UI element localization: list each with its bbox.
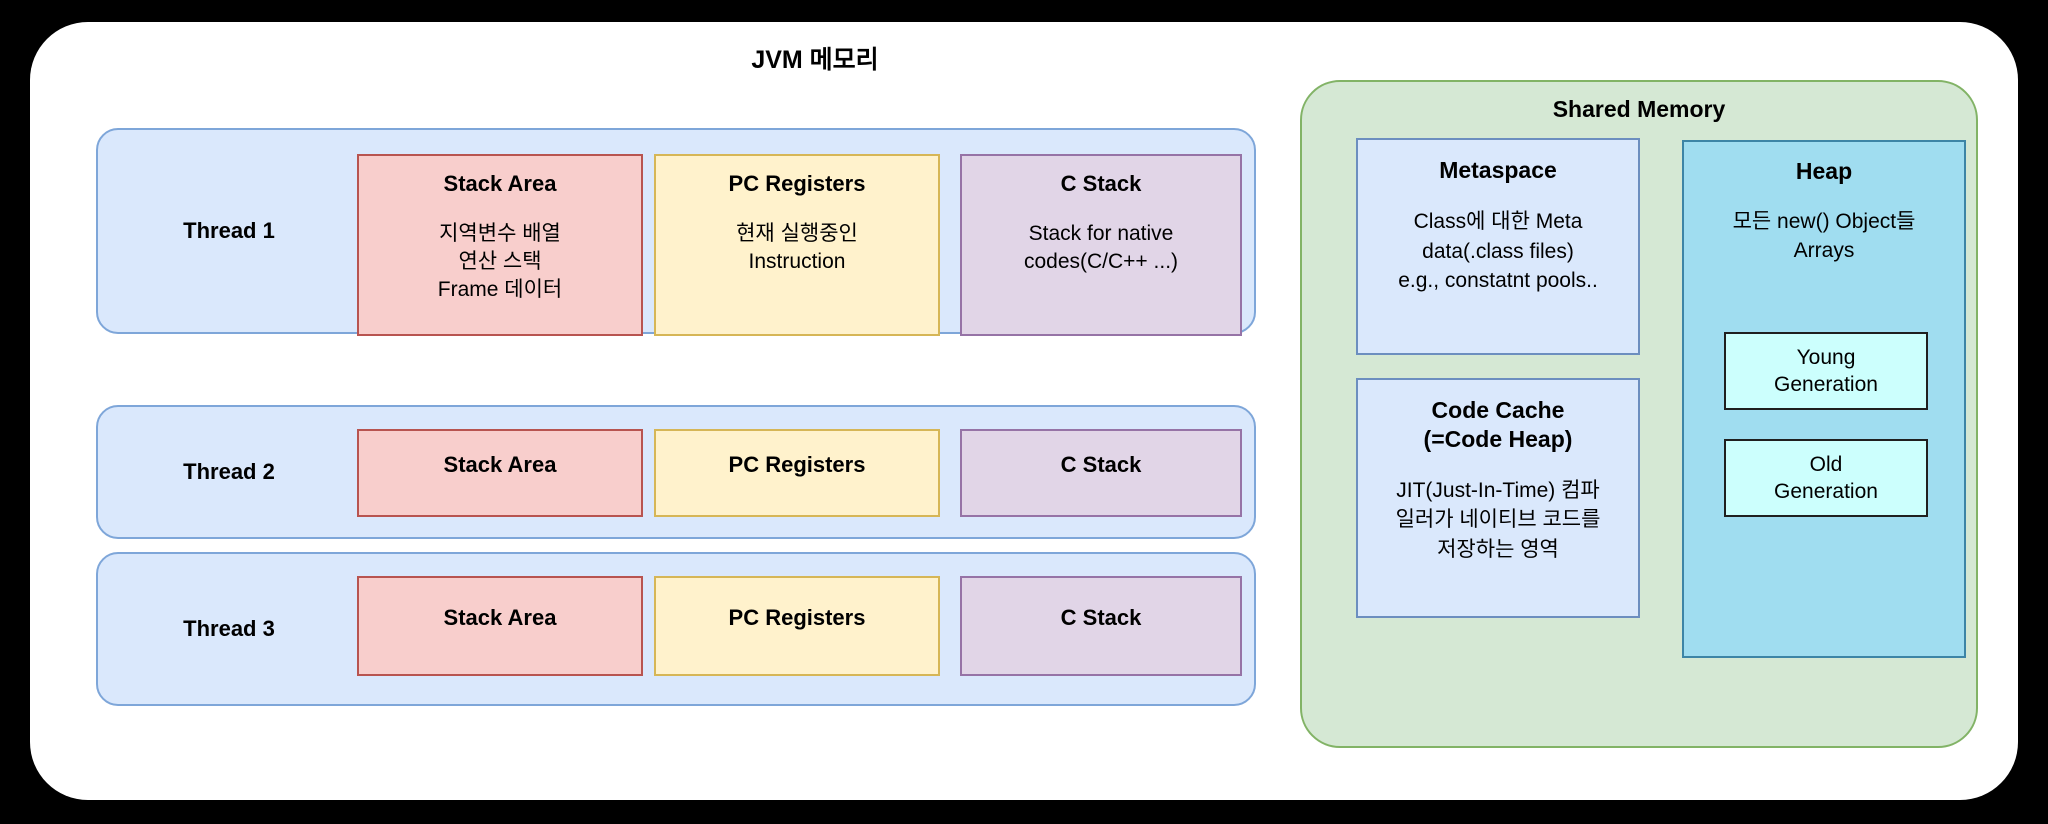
thread-3-stack-area[interactable]: Stack Area — [357, 576, 643, 676]
box-title: PC Registers — [728, 605, 866, 630]
box-description: 지역변수 배열 연산 스택 Frame 데이터 — [437, 221, 563, 302]
shared-memory-region[interactable]: Shared Memory Metaspace Class에 대한 Meta d… — [1300, 80, 1978, 748]
jvm-memory-panel: JVM 메모리 Thread 1 Stack Area 지역변수 배열 연산 스… — [30, 22, 2018, 800]
box-title: Stack Area — [443, 452, 557, 477]
box-description: 모든 new() Object들 Arrays — [1732, 210, 1916, 263]
thread-1-pc-registers[interactable]: PC Registers 현재 실행중인 Instruction — [654, 154, 940, 336]
box-title: C Stack — [1060, 171, 1142, 196]
box-title: Metaspace — [1439, 157, 1557, 183]
thread-row-2[interactable]: Thread 2 Stack Area PC Registers C Stack — [96, 405, 1256, 539]
box-title: PC Registers — [728, 171, 866, 196]
box-title: Stack Area — [443, 605, 557, 630]
box-title: PC Registers — [728, 452, 866, 477]
young-generation-box[interactable]: Young Generation — [1724, 332, 1928, 410]
thread-label-1: Thread 1 — [183, 218, 275, 243]
box-title: Code Cache (=Code Heap) — [1423, 397, 1573, 452]
box-description: Class에 대한 Meta data(.class files) e.g., … — [1398, 209, 1598, 293]
heap-box[interactable]: Heap 모든 new() Object들 Arrays Young Gener… — [1682, 140, 1966, 658]
thread-3-c-stack[interactable]: C Stack — [960, 576, 1242, 676]
box-title: C Stack — [1060, 452, 1142, 477]
box-title: C Stack — [1060, 605, 1142, 630]
thread-2-c-stack[interactable]: C Stack — [960, 429, 1242, 517]
page-title: JVM 메모리 — [751, 46, 879, 74]
thread-1-c-stack[interactable]: C Stack Stack for native codes(C/C++ ...… — [960, 154, 1242, 336]
box-description: Stack for native codes(C/C++ ...) — [1023, 221, 1179, 273]
thread-3-pc-registers[interactable]: PC Registers — [654, 576, 940, 676]
metaspace-box[interactable]: Metaspace Class에 대한 Meta data(.class fil… — [1356, 138, 1640, 355]
thread-row-3[interactable]: Thread 3 Stack Area PC Registers C Stack — [96, 552, 1256, 706]
thread-2-pc-registers[interactable]: PC Registers — [654, 429, 940, 517]
thread-1-stack-area[interactable]: Stack Area 지역변수 배열 연산 스택 Frame 데이터 — [357, 154, 643, 336]
box-title: Stack Area — [443, 171, 557, 196]
box-description: JIT(Just-In-Time) 컴파 일러가 네이티브 코드를 저장하는 영… — [1395, 478, 1601, 562]
old-generation-box[interactable]: Old Generation — [1724, 439, 1928, 517]
box-title: Heap — [1795, 158, 1853, 184]
thread-2-stack-area[interactable]: Stack Area — [357, 429, 643, 517]
thread-row-1[interactable]: Thread 1 Stack Area 지역변수 배열 연산 스택 Frame … — [96, 128, 1256, 336]
thread-label-3: Thread 3 — [183, 616, 275, 641]
code-cache-box[interactable]: Code Cache (=Code Heap) JIT(Just-In-Time… — [1356, 378, 1640, 618]
thread-label-2: Thread 2 — [183, 459, 275, 484]
shared-memory-title: Shared Memory — [1552, 96, 1726, 122]
box-description: 현재 실행중인 Instruction — [736, 221, 858, 273]
